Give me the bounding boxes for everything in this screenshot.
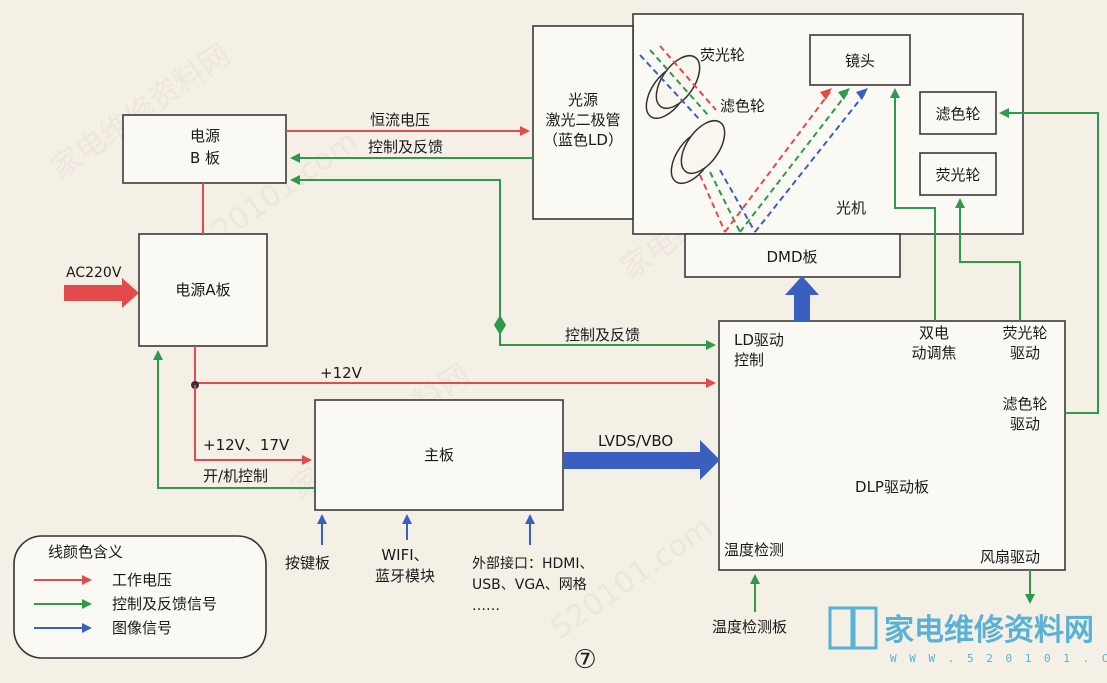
phosphor-wheel-box: [919, 152, 997, 196]
dmd-arrow: [785, 276, 819, 321]
dlp-filter-drive-label: 滤色轮驱动: [1002, 395, 1047, 433]
text-line: 控制: [734, 351, 764, 369]
dlp-board-label: DLP驱动板: [855, 478, 929, 496]
text-line: 驱动: [1010, 344, 1040, 362]
dlp-ld-drive-label: LD驱动控制: [734, 331, 784, 369]
input-external-label: 外部接口：HDMI、 USB、VGA、网格 ……: [472, 555, 594, 614]
light-source-label: 光源激光二极管 （蓝色LD）: [543, 91, 623, 149]
legend-item-voltage: 工作电压: [112, 571, 172, 589]
optical-engine-label: 光机: [836, 199, 866, 217]
power-a-box: [138, 233, 268, 347]
wire-power-switch: [153, 350, 315, 489]
input-temp-board-label: 温度检测板: [712, 618, 787, 636]
label-plus12-17v: +12V、17V: [203, 436, 290, 454]
ac220v-arrow: [64, 278, 139, 308]
text-line: 滤色轮: [1002, 395, 1047, 413]
label-ac220v: AC220V: [66, 265, 122, 281]
power-b-box: [122, 114, 287, 184]
text-line: 荧光轮: [1002, 324, 1047, 342]
legend-title: 线颜色含义: [48, 543, 123, 561]
text-line: 蓝牙模块: [375, 567, 435, 585]
engine-phosphor-label: 荧光轮: [700, 46, 745, 64]
logo-text: 家电维修资料网: [884, 613, 1094, 648]
main-board-label: 主板: [424, 446, 454, 464]
logo-url: W W W . 5 2 0 1 0 1 . C O M: [890, 652, 1107, 665]
lens-box: [809, 34, 911, 86]
phosphor-wheel-label: 荧光轮: [935, 166, 980, 184]
dlp-phosphor-drive-label: 荧光轮驱动: [1002, 324, 1047, 362]
text-line: 动调焦: [911, 344, 956, 362]
input-wifi-label: WIFI、蓝牙模块: [375, 546, 435, 585]
dlp-fan-drive-label: 风扇驱动: [980, 548, 1040, 566]
label-ctrl-feedback-1: 控制及反馈: [368, 138, 443, 156]
power-a-label: 电源A板: [175, 281, 230, 299]
text-line: LD驱动: [734, 331, 784, 349]
main-board-box: [314, 399, 564, 511]
text-line: USB、VGA、网格: [472, 577, 587, 593]
text-line: B 板: [190, 149, 220, 167]
legend-item-control: 控制及反馈信号: [112, 595, 217, 613]
wire-filter-drive: [999, 108, 1099, 414]
wire-12v-17v-main: [194, 385, 312, 465]
engine-filter-label: 滤色轮: [720, 97, 765, 115]
text-line: 外部接口：HDMI、: [472, 555, 594, 572]
label-power-switch: 开/机控制: [203, 467, 268, 485]
label-lvds: LVDS/VBO: [598, 432, 673, 450]
dlp-temp-detect-label: 温度检测: [724, 541, 784, 559]
power-b-label: 电源 B 板: [190, 127, 220, 167]
legend: 线颜色含义 工作电压 控制及反馈信号 图像信号: [13, 535, 267, 659]
text-line: 光源: [568, 91, 598, 109]
text-line: ……: [472, 598, 500, 614]
label-constant-current: 恒流电压: [370, 111, 430, 129]
label-ctrl-feedback-2: 控制及反馈: [565, 326, 640, 344]
dmd-board-label: DMD板: [766, 248, 817, 266]
text-line: WIFI、: [381, 546, 428, 564]
label-plus12v: +12V: [320, 364, 363, 382]
lvds-arrow: [563, 440, 720, 480]
text-line: （蓝色LD）: [543, 131, 623, 149]
wire-dual-focus: [890, 88, 936, 321]
legend-item-image: 图像信号: [112, 619, 172, 637]
text-line: 驱动: [1010, 415, 1040, 433]
text-line: 双电: [919, 324, 949, 342]
wire-ctrl-feedback-dlp: [290, 175, 716, 350]
junction-diamond: [494, 315, 506, 335]
dmd-board-box: [684, 233, 901, 278]
wire-phosphor-drive: [955, 198, 1021, 321]
text-line: 激光二极管: [545, 111, 620, 129]
filter-wheel-label: 滤色轮: [935, 105, 980, 123]
site-logo: 家电维修资料网 W W W . 5 2 0 1 0 1 . C O M: [828, 606, 1107, 665]
filter-wheel-box: [919, 91, 997, 135]
dlp-dual-motor-label: 双电动调焦: [911, 324, 956, 362]
input-keypad-label: 按键板: [285, 554, 330, 572]
lens-label: 镜头: [845, 52, 875, 70]
light-paths: [639, 45, 867, 233]
page-number: ⑦: [573, 645, 596, 675]
light-arrowheads: [820, 88, 868, 100]
dlp-board-box: [718, 320, 1066, 571]
text-line: 电源: [190, 127, 220, 145]
